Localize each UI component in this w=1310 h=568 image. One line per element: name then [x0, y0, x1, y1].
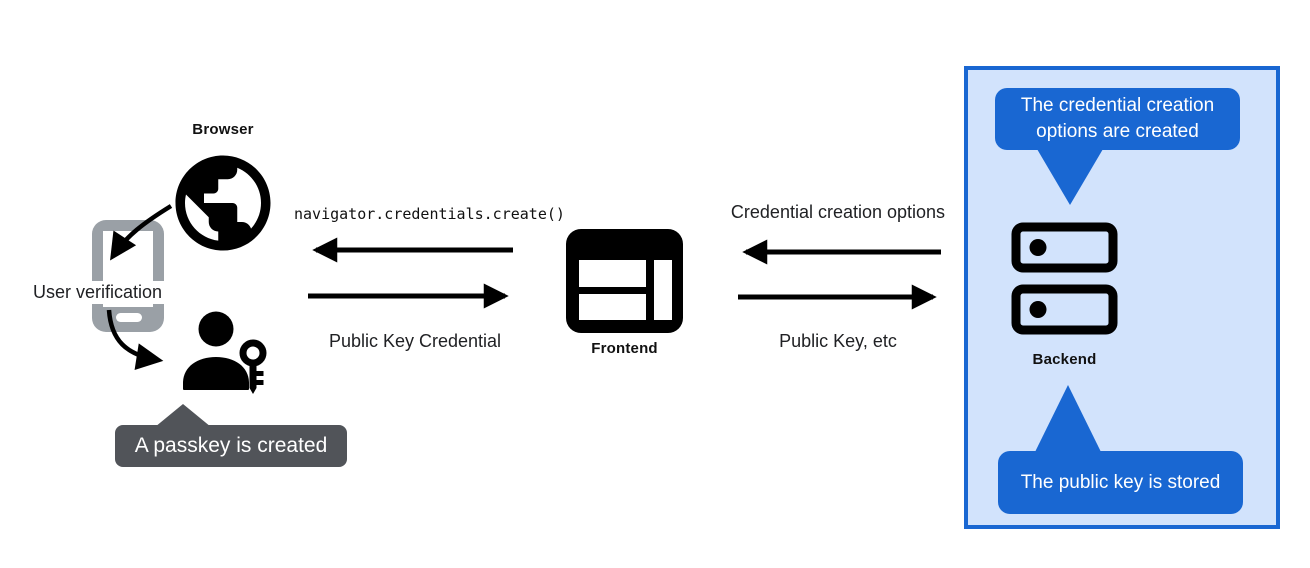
navigator-credentials-create-label: navigator.credentials.create()	[294, 205, 565, 223]
globe-icon	[175, 155, 271, 251]
callout-bottom-tail	[1035, 385, 1101, 452]
callout-public-key-stored: The public key is stored	[998, 451, 1243, 514]
passkey-tooltip: A passkey is created	[115, 425, 347, 467]
server-icon	[1011, 222, 1118, 335]
callout-top-tail	[1037, 149, 1103, 205]
backend-label: Backend	[1032, 351, 1097, 368]
public-key-credential-label: Public Key Credential	[328, 331, 502, 351]
frontend-window-icon	[566, 229, 683, 333]
public-key-etc-label: Public Key, etc	[779, 331, 897, 351]
user-verification-label: User verification	[31, 281, 165, 304]
passkey-tooltip-tail	[155, 404, 211, 427]
person-key-icon	[183, 311, 267, 394]
phone-icon	[92, 220, 164, 332]
callout-credential-options-created-text: The credential creation options are crea…	[1020, 95, 1215, 142]
passkey-tooltip-text: A passkey is created	[134, 434, 328, 457]
backend-panel: The credential creation options are crea…	[964, 66, 1280, 529]
callout-public-key-stored-text: The public key is stored	[1020, 471, 1221, 493]
browser-label: Browser	[192, 121, 254, 138]
credential-creation-options-label: Credential creation options	[730, 202, 946, 222]
frontend-label: Frontend	[591, 340, 658, 357]
callout-credential-options-created: The credential creation options are crea…	[995, 88, 1240, 150]
